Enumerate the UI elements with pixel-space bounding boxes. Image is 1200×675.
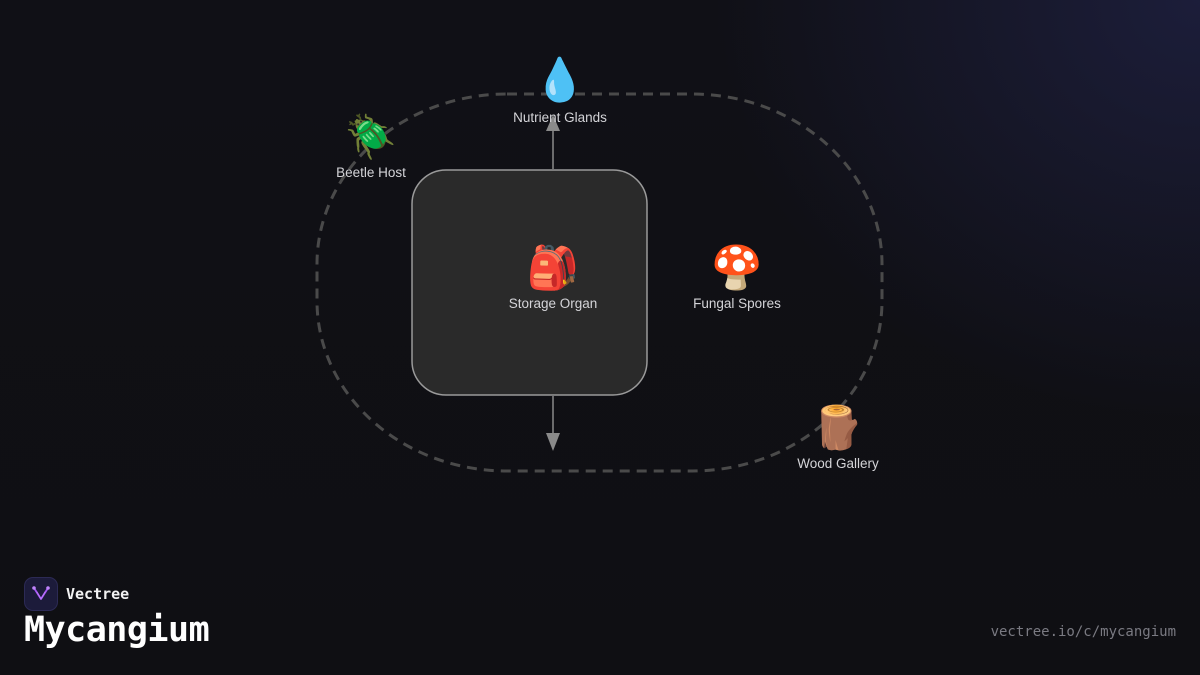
- node-fungal-spores: 🍄 Fungal Spores: [693, 243, 781, 312]
- storage-organ-panel: [411, 169, 648, 396]
- node-nutrient-glands: 💧 Nutrient Glands: [513, 55, 607, 126]
- arrowhead-down: [546, 433, 560, 451]
- node-label: Wood Gallery: [797, 456, 879, 471]
- vectree-logo-glyph: [32, 586, 50, 600]
- node-beetle-host: 🪲 Beetle Host: [336, 112, 406, 181]
- arrowhead-up: [546, 115, 560, 131]
- page-url: vectree.io/c/mycangium: [990, 624, 1176, 640]
- node-wood-gallery: 🪵 Wood Gallery: [797, 403, 879, 472]
- brand: Vectree: [24, 577, 129, 611]
- brand-name: Vectree: [66, 585, 130, 603]
- cycle-loop-outline: [315, 92, 884, 473]
- mushroom-icon: 🍄: [710, 243, 764, 292]
- node-label: Beetle Host: [336, 165, 406, 180]
- node-label: Fungal Spores: [693, 296, 781, 311]
- page-title: Mycangium: [24, 610, 210, 650]
- node-label: Nutrient Glands: [513, 110, 607, 125]
- water-drop-icon: 💧: [533, 55, 587, 104]
- vectree-logo-icon: [24, 577, 58, 611]
- backpack-icon: 🎒: [526, 243, 580, 292]
- node-storage-organ: 🎒 Storage Organ: [508, 243, 598, 312]
- wood-log-icon: 🪵: [811, 403, 865, 452]
- beetle-icon: 🪲: [344, 112, 398, 161]
- node-label: Storage Organ: [508, 296, 598, 311]
